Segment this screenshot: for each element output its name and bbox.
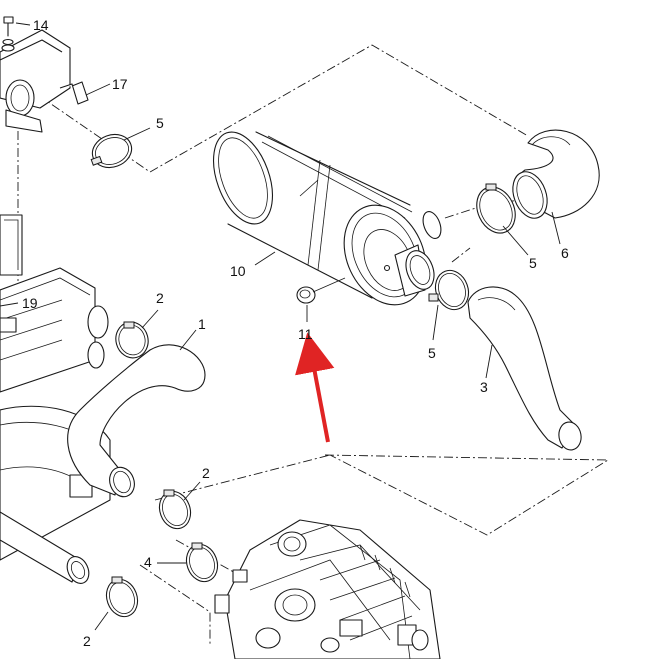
engine-assembly	[214, 519, 441, 659]
callout-5-upper: 5	[156, 115, 164, 131]
callout-1: 1	[198, 316, 206, 332]
callout-5-lower: 5	[428, 345, 436, 361]
callout-10: 10	[230, 263, 246, 279]
clamp-5-upper	[90, 133, 133, 169]
callout-17: 17	[112, 76, 128, 92]
callout-5-right: 5	[529, 255, 537, 271]
air-filter-housing	[213, 130, 442, 306]
lower-pipe	[0, 511, 90, 584]
hose-1	[67, 344, 206, 498]
leader-lines	[0, 22, 561, 631]
bolt-14	[1, 16, 15, 52]
hose-3	[467, 286, 582, 451]
clamp-2-middle	[158, 489, 192, 530]
bracket-assembly	[0, 16, 89, 133]
callout-14: 14	[33, 17, 49, 33]
radiator-structure	[0, 214, 111, 561]
callout-6: 6	[561, 245, 569, 261]
red-highlight-arrow	[295, 332, 335, 443]
clamp-5-right	[476, 183, 516, 234]
callout-2-lower: 2	[83, 633, 91, 649]
callout-2-middle: 2	[202, 465, 210, 481]
clamp-5-lower	[428, 269, 470, 311]
clamp-2-upper	[115, 321, 149, 359]
callout-11: 11	[298, 326, 313, 342]
callout-3: 3	[480, 379, 488, 395]
dust-valve-11	[296, 277, 346, 304]
elbow-hose-6	[512, 129, 600, 219]
callout-numbers: 14 17 5 5 5 6 10 11 3 19 2 1 2 4 2	[22, 17, 569, 649]
callout-19: 19	[22, 295, 38, 311]
clamp-2-lower	[105, 576, 139, 618]
callout-2-upper: 2	[156, 290, 164, 306]
callout-4: 4	[144, 554, 152, 570]
clamp-4	[185, 542, 219, 583]
